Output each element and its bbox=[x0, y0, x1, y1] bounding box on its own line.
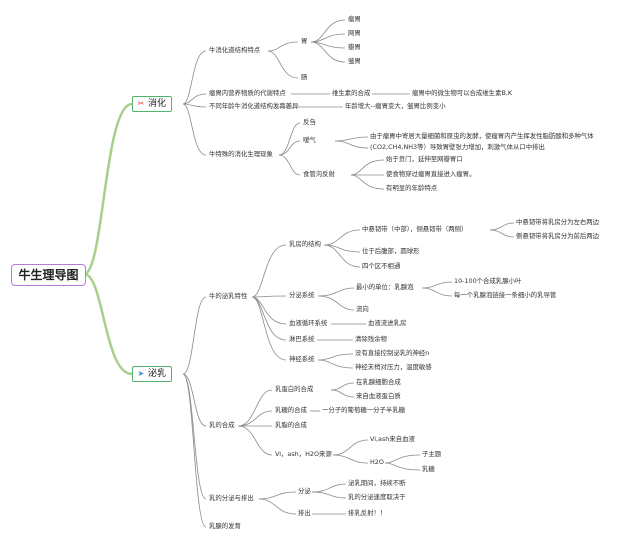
send-icon: ➤ bbox=[137, 369, 145, 378]
topic-intestine[interactable]: 肠 bbox=[301, 73, 308, 81]
root-to-lactation-line bbox=[83, 272, 133, 376]
topic-traits[interactable]: 牛的泌乳特性 bbox=[209, 292, 248, 300]
topic-lactose[interactable]: 乳糖的合成 bbox=[275, 406, 307, 414]
topic-ligament[interactable]: 中悬韧带（中部），侧悬韧带（两侧） bbox=[362, 225, 468, 233]
topic-rumen-metabolism[interactable]: 瘤胃内营养物质的代谢特点 bbox=[209, 89, 286, 97]
topic-ligament-1[interactable]: 中悬韧带将乳房分为左右两边 bbox=[516, 218, 600, 226]
topic-quarters[interactable]: 四个区不相通 bbox=[362, 262, 401, 270]
topic-synthesis[interactable]: 乳的合成 bbox=[209, 421, 235, 429]
topic-groove-2[interactable]: 使食物穿过瘤胃直接进入瘤胃。 bbox=[386, 170, 476, 178]
topic-vi-ash[interactable]: Vi,ash来自血液 bbox=[370, 435, 415, 443]
topic-lymph[interactable]: 淋巴系统 bbox=[289, 335, 315, 343]
topic-stomach-4[interactable]: 皱胃 bbox=[348, 57, 361, 65]
topic-stomach-2[interactable]: 网胃 bbox=[348, 29, 361, 37]
topic-groove-1[interactable]: 始于贲门，延伸至网瓣胃口 bbox=[386, 155, 463, 163]
topic-secretion-1[interactable]: 泌乳期间，持续不断 bbox=[348, 479, 406, 487]
topic-protein-2[interactable]: 来自血液蛋白质 bbox=[356, 392, 401, 400]
topic-location[interactable]: 位于后腹部，圆球形 bbox=[362, 247, 420, 255]
topic-blood[interactable]: 血液循环系统 bbox=[289, 319, 328, 327]
topic-age-desc[interactable]: 年龄增大--瘤胃变大，皱胃比例变小 bbox=[345, 102, 446, 110]
topic-vitamin-desc[interactable]: 瘤胃中的微生物可以合成维生素B,K bbox=[412, 89, 513, 97]
topic-release-desc[interactable]: 排乳反射！！ bbox=[348, 509, 387, 517]
topic-vitamin[interactable]: 维生素的合成 bbox=[332, 89, 371, 97]
topic-structure[interactable]: 牛消化道结构特点 bbox=[209, 46, 261, 54]
topic-lymph-desc[interactable]: 清除残余物 bbox=[355, 335, 387, 343]
sub-connectors bbox=[182, 19, 515, 528]
scissors-icon: ✂ bbox=[137, 99, 145, 108]
topic-udder-structure[interactable]: 乳房的结构 bbox=[289, 240, 321, 248]
topic-age-change[interactable]: 不同年龄牛消化道结构发育差异 bbox=[209, 102, 299, 110]
topic-h2o-1[interactable]: 子主题 bbox=[422, 450, 442, 458]
branch-digestion-label: 消化 bbox=[148, 99, 167, 109]
topic-milkfat[interactable]: 乳脂的合成 bbox=[275, 421, 307, 429]
root-topic[interactable]: 牛生理导图 bbox=[11, 264, 86, 286]
topic-protein-1[interactable]: 在乳腺细胞合成 bbox=[356, 378, 401, 386]
branch-lactation[interactable]: ➤泌乳 bbox=[132, 366, 173, 382]
topic-development[interactable]: 乳腺的发育 bbox=[209, 522, 241, 530]
topic-secretion-2[interactable]: 乳的分泌速度取决于 bbox=[348, 493, 406, 501]
topic-stomach[interactable]: 胃 bbox=[301, 37, 308, 45]
topic-unit-2[interactable]: 每一个乳腺泡链接一条细小的乳导管 bbox=[454, 291, 557, 299]
topic-special[interactable]: 牛特殊的消化生理现象 bbox=[209, 150, 273, 158]
topic-belching[interactable]: 嗳气 bbox=[303, 136, 316, 144]
topic-groove-3[interactable]: 有明显的年龄特点 bbox=[386, 184, 438, 192]
topic-h2o[interactable]: H2O bbox=[370, 458, 384, 466]
topic-h2o-2[interactable]: 乳糖 bbox=[422, 465, 435, 473]
topic-unit-1[interactable]: 10-100个合成乳腺小叶 bbox=[454, 277, 522, 285]
root-to-digestion-line bbox=[83, 102, 133, 276]
branch-lactation-label: 泌乳 bbox=[148, 369, 167, 379]
topic-unit[interactable]: 最小的单位：乳腺泡 bbox=[356, 283, 414, 291]
topic-release[interactable]: 排出 bbox=[298, 509, 311, 517]
topic-stomach-3[interactable]: 瓣胃 bbox=[348, 43, 361, 51]
topic-ligament-2[interactable]: 侧悬韧带将乳房分为前后两边 bbox=[516, 232, 600, 240]
topic-belching-desc-2[interactable]: (CO2,CH4,NH3等）导致胃壁张力增加，刺激气体从口中排出 bbox=[370, 143, 545, 151]
branch-digestion[interactable]: ✂消化 bbox=[132, 96, 173, 112]
topic-lactose-desc[interactable]: 一分子的葡萄糖一分子半乳糖 bbox=[322, 406, 406, 414]
topic-nerve[interactable]: 神经系统 bbox=[289, 355, 315, 363]
topic-secretion-system[interactable]: 分泌系统 bbox=[289, 291, 315, 299]
topic-protein[interactable]: 乳蛋白的合成 bbox=[275, 385, 314, 393]
topic-flow[interactable]: 流向 bbox=[356, 305, 369, 313]
topic-nerve-1[interactable]: 没有直接控制泌乳的神经n bbox=[355, 349, 430, 357]
topic-belching-desc-1[interactable]: 由于瘤胃中寄居大量细菌和原虫的发酵，使瘤胃内产生挥发性脂肪酸和多种气体 bbox=[370, 132, 594, 140]
topic-stomach-1[interactable]: 瘤胃 bbox=[348, 15, 361, 23]
topic-blood-desc[interactable]: 血液流进乳房 bbox=[368, 319, 407, 327]
topic-nerve-2[interactable]: 神经末梢对压力，温度敏感 bbox=[355, 363, 432, 371]
topic-rumination[interactable]: 反刍 bbox=[303, 118, 316, 126]
topic-other-sources[interactable]: Vi，ash，H2O来源 bbox=[275, 450, 332, 458]
topic-secretion[interactable]: 分泌 bbox=[298, 487, 311, 495]
topic-groove[interactable]: 食管沟反射 bbox=[303, 170, 335, 178]
topic-secretion-release[interactable]: 乳的分泌与排出 bbox=[209, 494, 254, 502]
